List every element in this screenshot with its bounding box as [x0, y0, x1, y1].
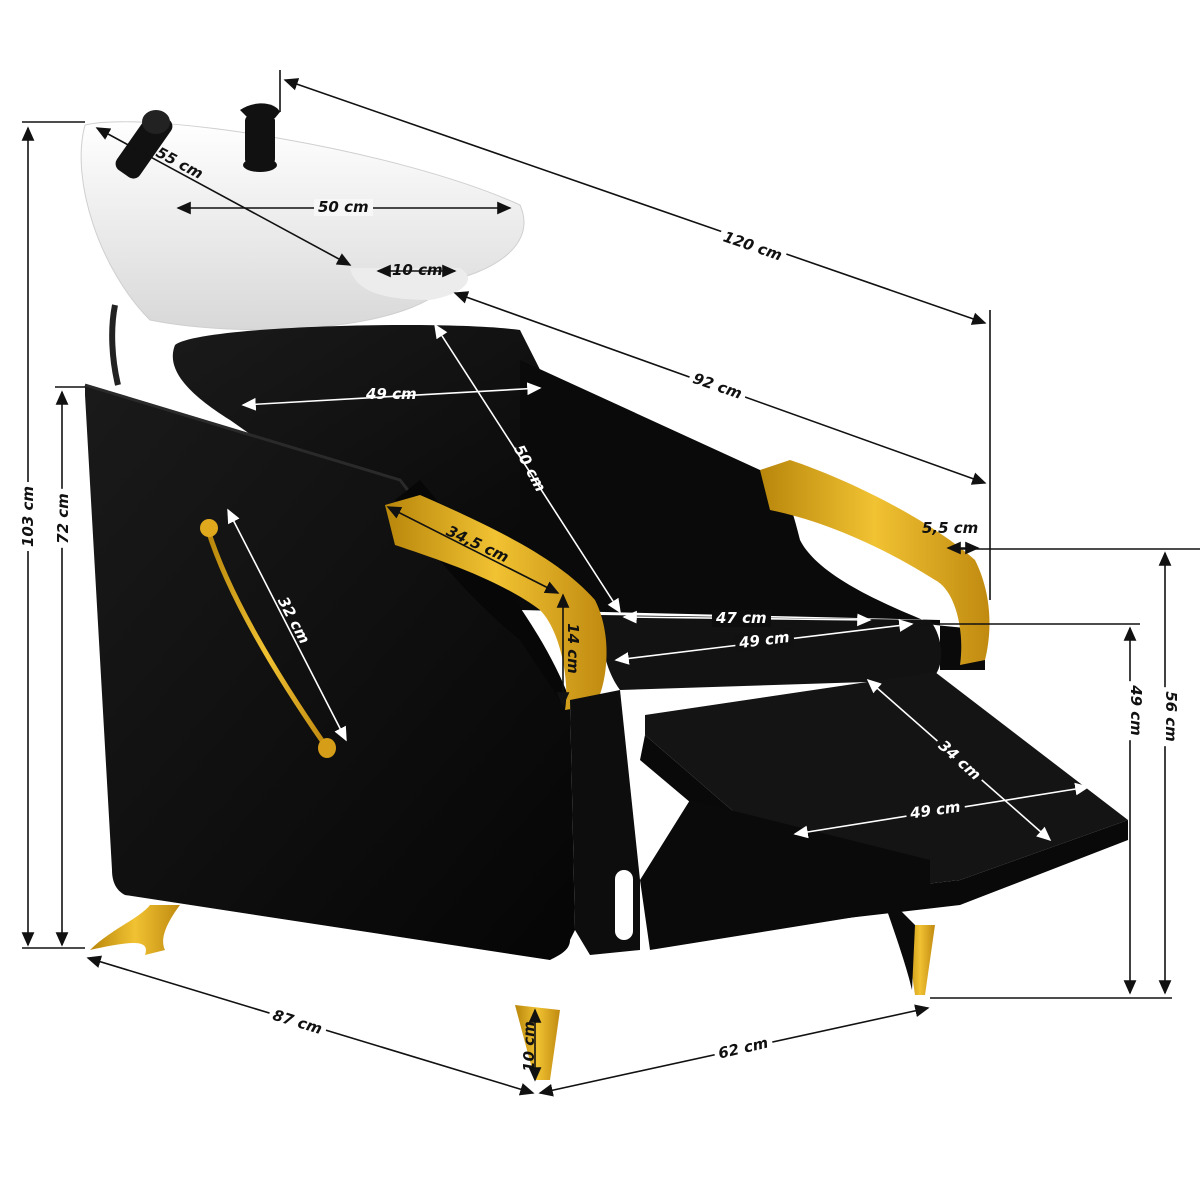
- wash-basin: [80, 103, 525, 331]
- label-armrest-thickness: 5,5 cm: [922, 519, 979, 537]
- label-seat-depth: 47 cm: [712, 610, 771, 627]
- label-seat-height: 49 cm: [1126, 681, 1145, 740]
- label-backrest-width: 49 cm: [366, 385, 417, 403]
- footrest: [640, 672, 1128, 950]
- hose: [109, 304, 121, 386]
- label-armrest-height-above-seat: 14 cm: [563, 623, 582, 674]
- label-total-height: 103 cm: [19, 481, 38, 552]
- label-side-panel-height: 72 cm: [54, 489, 72, 548]
- front-left-leg: [90, 905, 180, 955]
- label-basin-neck: 10 cm: [392, 261, 443, 279]
- right-armrest-gold: [760, 460, 990, 665]
- label-leg-height: 10 cm: [519, 1021, 538, 1072]
- faucet-icon: [240, 103, 280, 172]
- label-armrest-height: 56 cm: [1161, 687, 1180, 746]
- label-basin-width: 50 cm: [314, 199, 373, 216]
